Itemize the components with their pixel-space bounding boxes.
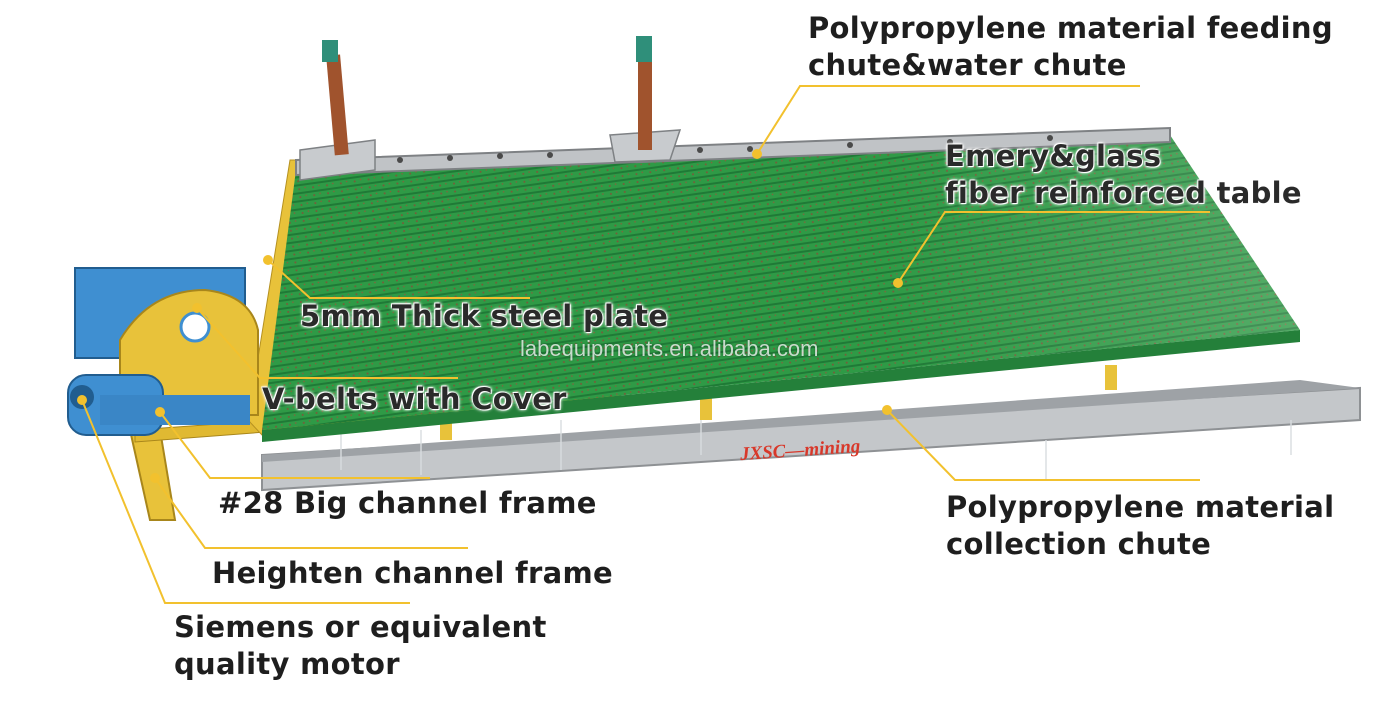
dot-v-belts xyxy=(192,303,202,313)
dot-feeding-chute xyxy=(752,149,762,159)
table-edge xyxy=(262,330,1300,442)
water-drips xyxy=(340,410,1292,480)
dot-collection-chute xyxy=(882,405,892,415)
logo-circle xyxy=(179,311,211,343)
feed-box-left xyxy=(299,139,376,181)
collection-chute-inner xyxy=(262,380,1360,462)
motor-base xyxy=(100,395,250,425)
leader-v-belts xyxy=(196,307,458,379)
leader-motor xyxy=(81,399,410,604)
label-big-channel: #28 Big channel frame xyxy=(218,486,597,520)
label-feeding-chute: Polypropylene material feeding chute&wat… xyxy=(808,10,1333,84)
label-collection-line-1: Polypropylene material xyxy=(946,490,1335,524)
leader-heighten-frame xyxy=(154,477,468,549)
chute-holes xyxy=(397,135,1053,163)
dot-big-channel xyxy=(155,407,165,417)
label-heighten-frame: Heighten channel frame xyxy=(212,556,613,590)
feed-pipe-right xyxy=(638,60,652,150)
dot-table xyxy=(893,278,903,288)
label-motor-line-2: quality motor xyxy=(174,647,400,681)
label-collection-chute: Polypropylene material collection chute xyxy=(946,489,1334,563)
label-table-line-2: fiber reinforced table xyxy=(945,176,1302,210)
label-collection-line-2: collection chute xyxy=(946,527,1212,561)
dot-motor xyxy=(77,395,87,405)
label-table-line-1: Emery&glass xyxy=(945,139,1162,173)
leader-steel-plate xyxy=(267,259,530,299)
watermark-text: labequipments.en.alibaba.com xyxy=(520,336,819,361)
leader-table xyxy=(897,211,1210,284)
label-v-belts: V-belts with Cover xyxy=(262,382,567,416)
label-feeding-chute-line-1: Polypropylene material feeding xyxy=(808,11,1333,45)
label-motor: Siemens or equivalent quality motor xyxy=(174,609,547,683)
dot-steel-plate xyxy=(263,255,273,265)
valve-right xyxy=(636,36,652,62)
label-feeding-chute-line-2: chute&water chute xyxy=(808,48,1127,82)
valve-left xyxy=(322,40,338,62)
label-table-surface: Emery&glass fiber reinforced table xyxy=(945,138,1302,212)
dot-heighten-frame xyxy=(150,473,160,483)
feed-pipe-left xyxy=(326,54,349,156)
label-motor-line-1: Siemens or equivalent xyxy=(174,610,547,644)
leader-feeding-chute xyxy=(756,85,1140,155)
leg-right xyxy=(1105,365,1117,390)
leader-collection-chute xyxy=(886,409,1200,481)
leader-big-channel xyxy=(159,411,430,479)
table-sheen xyxy=(262,135,1300,430)
label-steel-plate: 5mm Thick steel plate xyxy=(300,299,669,333)
